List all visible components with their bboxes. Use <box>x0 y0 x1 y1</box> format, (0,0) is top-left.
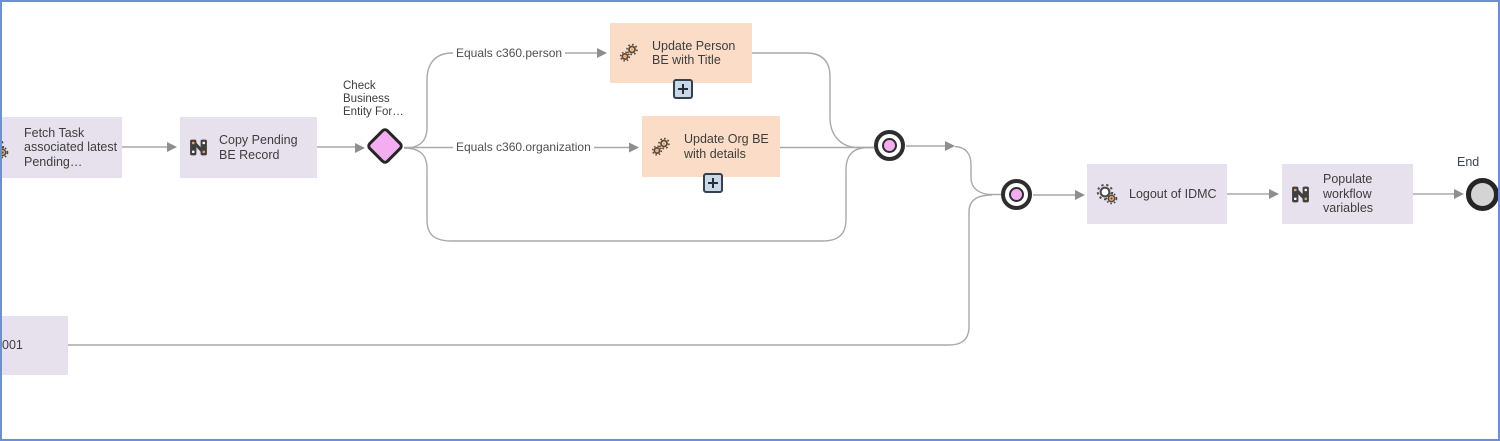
edge-gateway-top <box>403 52 597 149</box>
step-task-001[interactable]: 001 <box>2 316 68 375</box>
automated-step-gears-icon <box>1095 182 1119 206</box>
merge-event-1[interactable] <box>874 130 905 161</box>
arrowhead <box>629 142 639 153</box>
add-step-plus-button[interactable] <box>703 173 723 193</box>
step-label: Populate workflow variables <box>1323 172 1374 216</box>
arrowhead <box>597 48 607 58</box>
edge-condition-organization[interactable]: Equals c360.organization <box>453 140 594 154</box>
service-gears-icon <box>650 136 672 158</box>
automated-step-gears-icon <box>2 136 10 160</box>
edge-condition-person[interactable]: Equals c360.person <box>453 46 566 60</box>
arrowhead <box>355 143 365 153</box>
step-label: Logout of IDMC <box>1129 186 1217 201</box>
step-label: 001 <box>2 338 23 353</box>
merge-event-core <box>1009 187 1024 202</box>
step-populate-workflow-variables[interactable]: Populate workflow variables <box>1282 164 1413 224</box>
arrowhead <box>1454 189 1464 199</box>
edge-loop-from-001 <box>66 194 993 346</box>
arrowhead <box>1075 190 1085 200</box>
arrowhead <box>1269 189 1279 199</box>
merge-event-core <box>882 138 897 153</box>
end-event[interactable] <box>1466 178 1498 211</box>
step-label: Update Person BE with Title <box>652 38 736 68</box>
merge-event-2[interactable] <box>1001 179 1032 210</box>
step-label: Copy Pending BE Record <box>219 133 298 162</box>
edge-gateway-bottom <box>403 146 874 242</box>
step-label: Update Org BE with details <box>684 132 769 161</box>
arrowhead <box>167 142 177 152</box>
step-copy-pending-be-record[interactable]: Copy Pending BE Record <box>180 117 317 178</box>
step-fetch-task[interactable]: Fetch Task associated latest Pending… <box>2 117 122 178</box>
gateway-label: Check Business Entity For… <box>343 80 404 119</box>
assignment-icon <box>188 137 209 158</box>
assignment-icon <box>1290 184 1311 205</box>
step-update-org-be[interactable]: Update Org BE with details <box>642 116 780 177</box>
step-update-person-be[interactable]: Update Person BE with Title <box>610 23 752 83</box>
arrowhead <box>945 141 955 151</box>
gateway-check-business-entity[interactable] <box>365 126 405 166</box>
service-gears-icon <box>618 42 640 64</box>
add-step-plus-button[interactable] <box>673 79 693 99</box>
step-logout-of-idmc[interactable]: Logout of IDMC <box>1087 164 1227 224</box>
step-label: Fetch Task associated latest Pending… <box>24 125 118 169</box>
end-event-label: End <box>1457 155 1480 169</box>
edge-merge1-to-merge2 <box>954 145 1001 196</box>
